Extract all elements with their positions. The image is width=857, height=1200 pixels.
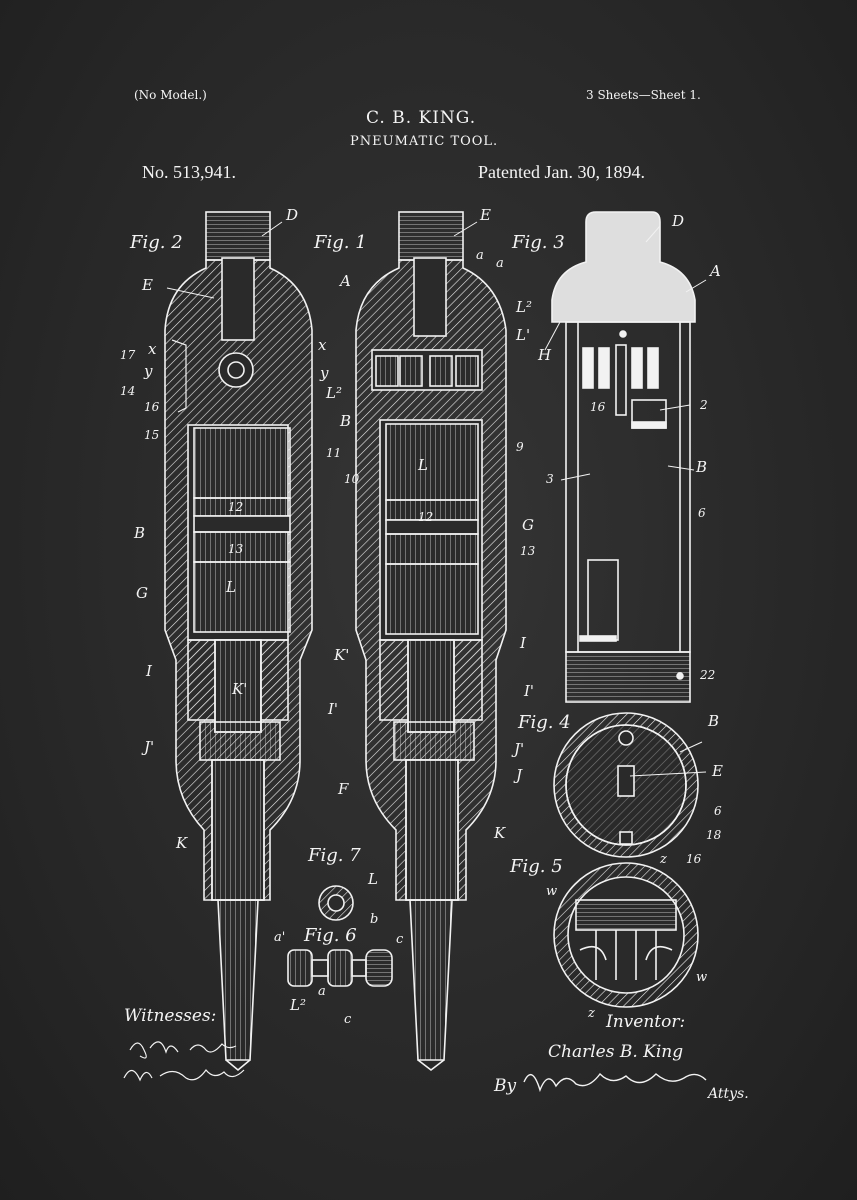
fig2-part-label: y (320, 364, 329, 382)
fig2-part-label: x (148, 340, 157, 358)
fig2-part-label: 15 (144, 428, 160, 442)
fig3-part-label: H (538, 346, 552, 364)
fig2-part-label: B (134, 524, 146, 542)
sheet-count: 3 Sheets—Sheet 1. (586, 88, 701, 102)
witness-signature-2 (123, 1069, 245, 1082)
leader-lines (166, 221, 707, 777)
fig4-part-label: B (708, 712, 720, 730)
fig5-part-label: z (588, 1006, 595, 1021)
fig1-part-label: K (494, 824, 506, 842)
fig2-part-label: 12 (228, 500, 244, 514)
fig1-part-label: L' (516, 326, 531, 344)
inventor-signature: Charles B. King (548, 1042, 684, 1062)
fig5-label: Fig. 5 (510, 856, 563, 877)
patent-number: No. 513,941. (142, 162, 236, 182)
fig2-part-label: L² (326, 384, 342, 402)
fig6-label: Fig. 6 (304, 925, 357, 946)
fig1-part-label: F (338, 780, 349, 798)
fig7-label: Fig. 7 (308, 845, 361, 866)
fig3-part-label: 2 (700, 398, 708, 412)
fig2-part-label: E (142, 276, 153, 294)
fig3-part-label: A (710, 262, 721, 280)
fig6-part-label: b (370, 912, 379, 927)
fig1-part-label: L (418, 456, 428, 474)
fig6-part-label: a (318, 984, 326, 999)
fig2-part-label: 13 (228, 542, 244, 556)
fig2-part-label: K' (232, 680, 248, 698)
by-label: By (494, 1076, 517, 1096)
fig3-part-label: B (696, 458, 708, 476)
fig4-label: Fig. 4 (518, 712, 571, 733)
fig7-drawing (318, 885, 354, 921)
fig2-part-label: I (146, 662, 152, 680)
fig5-part-label: 16 (686, 852, 702, 866)
fig2-part-label: 14 (120, 384, 136, 398)
patent-date: Patented Jan. 30, 1894. (478, 162, 645, 182)
fig1-part-label: a (496, 256, 504, 271)
fig1-part-label: 9 (516, 440, 524, 454)
fig1-part-label: 10 (344, 472, 360, 486)
fig3-part-label: 16 (590, 400, 606, 414)
fig3-label: Fig. 3 (512, 232, 565, 253)
fig1-part-label: A (340, 272, 351, 290)
fig2-part-label: L (226, 578, 236, 596)
fig2-label: Fig. 2 (130, 232, 183, 253)
fig2-part-label: 16 (144, 400, 160, 414)
fig1-part-label: 12 (418, 510, 434, 524)
fig6-part-label: c (396, 932, 404, 947)
fig1-part-label: J (516, 766, 523, 784)
model-note: (No Model.) (134, 88, 207, 102)
fig2-part-label: I' (328, 700, 339, 718)
fig4-part-label: 6 (714, 804, 722, 818)
fig1-part-label: 13 (520, 544, 536, 558)
fig2-part-label: J' (144, 738, 155, 756)
fig2-part-label: 11 (326, 446, 342, 460)
fig1-part-label: I (520, 634, 526, 652)
witness-signature-1 (129, 1041, 237, 1059)
fig4-drawing (553, 712, 699, 858)
fig3-drawing (551, 211, 696, 703)
fig1-part-label: a (476, 248, 484, 263)
fig1-part-label: I' (524, 682, 535, 700)
fig2-part-label: x (318, 336, 327, 354)
fig7-part-label: L (368, 870, 378, 888)
inventor-label: Inventor: (606, 1012, 686, 1032)
fig1-drawing (355, 211, 507, 1072)
fig5-part-label: w (546, 884, 558, 899)
fig5-part-label: w (696, 970, 708, 985)
fig4-part-label: 18 (706, 828, 722, 842)
fig2-part-label: G (136, 584, 148, 602)
fig6-part-label: c (344, 1012, 352, 1027)
fig2-part-label: 17 (120, 348, 136, 362)
fig2-part-label: K (176, 834, 188, 852)
attys-label: Attys. (708, 1086, 749, 1102)
fig4-part-label: E (712, 762, 723, 780)
fig1-part-label: K' (334, 646, 350, 664)
fig6-drawing (287, 949, 393, 987)
fig2-drawing (164, 211, 313, 1072)
patent-title: PNEUMATIC TOOL. (350, 134, 499, 149)
fig6-part-label: a' (274, 930, 286, 945)
fig3-part-label: D (672, 212, 685, 230)
fig5-part-label: z (660, 852, 667, 867)
fig3-part-label: 6 (698, 506, 706, 520)
inventor-name-heading: C. B. KING. (366, 108, 477, 128)
attorney-signature (523, 1072, 707, 1093)
witnesses-label: Witnesses: (124, 1006, 217, 1026)
fig1-part-label: L² (516, 298, 532, 316)
fig1-part-label: B (340, 412, 352, 430)
fig6-part-label: L² (290, 996, 306, 1014)
fig1-part-label: J' (514, 740, 525, 758)
fig1-part-label: G (522, 516, 534, 534)
fig1-part-label: E (480, 206, 491, 224)
fig3-part-label: 3 (546, 472, 554, 486)
fig3-part-label: 22 (700, 668, 716, 682)
fig1-label: Fig. 1 (314, 232, 367, 253)
fig2-part-label: y (144, 362, 153, 380)
fig5-drawing (553, 862, 699, 1008)
fig2-part-label: D (286, 206, 299, 224)
